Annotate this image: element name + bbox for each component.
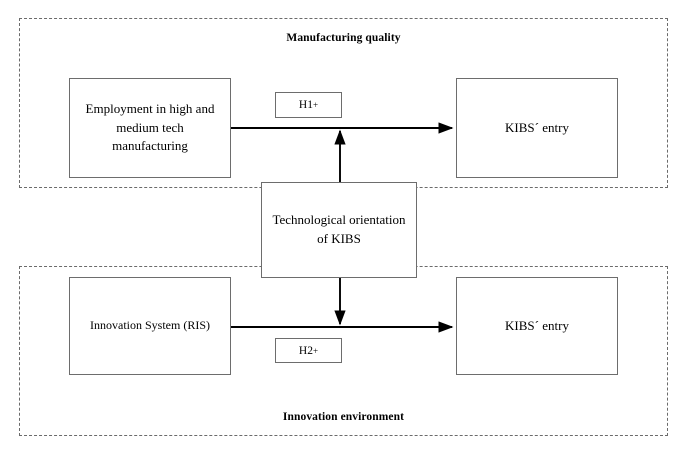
box-moderator-label: Technological orientation of KIBS (272, 212, 406, 246)
box-employment-label: Employment in high and medium tech manuf… (85, 100, 215, 154)
group-title-manufacturing-quality: Manufacturing quality (286, 32, 401, 44)
box-kibs-entry-top[interactable]: KIBS´ entry (456, 78, 618, 178)
box-innovation-system-ris[interactable]: Innovation System (RIS) (69, 277, 231, 375)
hypothesis-label-h1[interactable]: H1+ (275, 92, 342, 118)
box-kibs-entry-bottom[interactable]: KIBS´ entry (456, 277, 618, 375)
hypothesis-h2-text: H2 (298, 344, 313, 357)
box-employment-high-medium-tech-manufacturing[interactable]: Employment in high and medium tech manuf… (69, 78, 231, 178)
group-title-innovation-environment: Innovation environment (282, 411, 405, 423)
hypothesis-h1-text: H1 (298, 99, 313, 111)
box-kibs-entry-top-label: KIBS´ entry (505, 119, 569, 135)
box-innovation-system-label: Innovation System (RIS) (90, 318, 210, 333)
hypothesis-label-h2[interactable]: H2+ (275, 338, 342, 363)
box-kibs-entry-bottom-label: KIBS´ entry (505, 317, 569, 333)
box-technological-orientation-of-kibs[interactable]: Technological orientation of KIBS (261, 182, 417, 278)
